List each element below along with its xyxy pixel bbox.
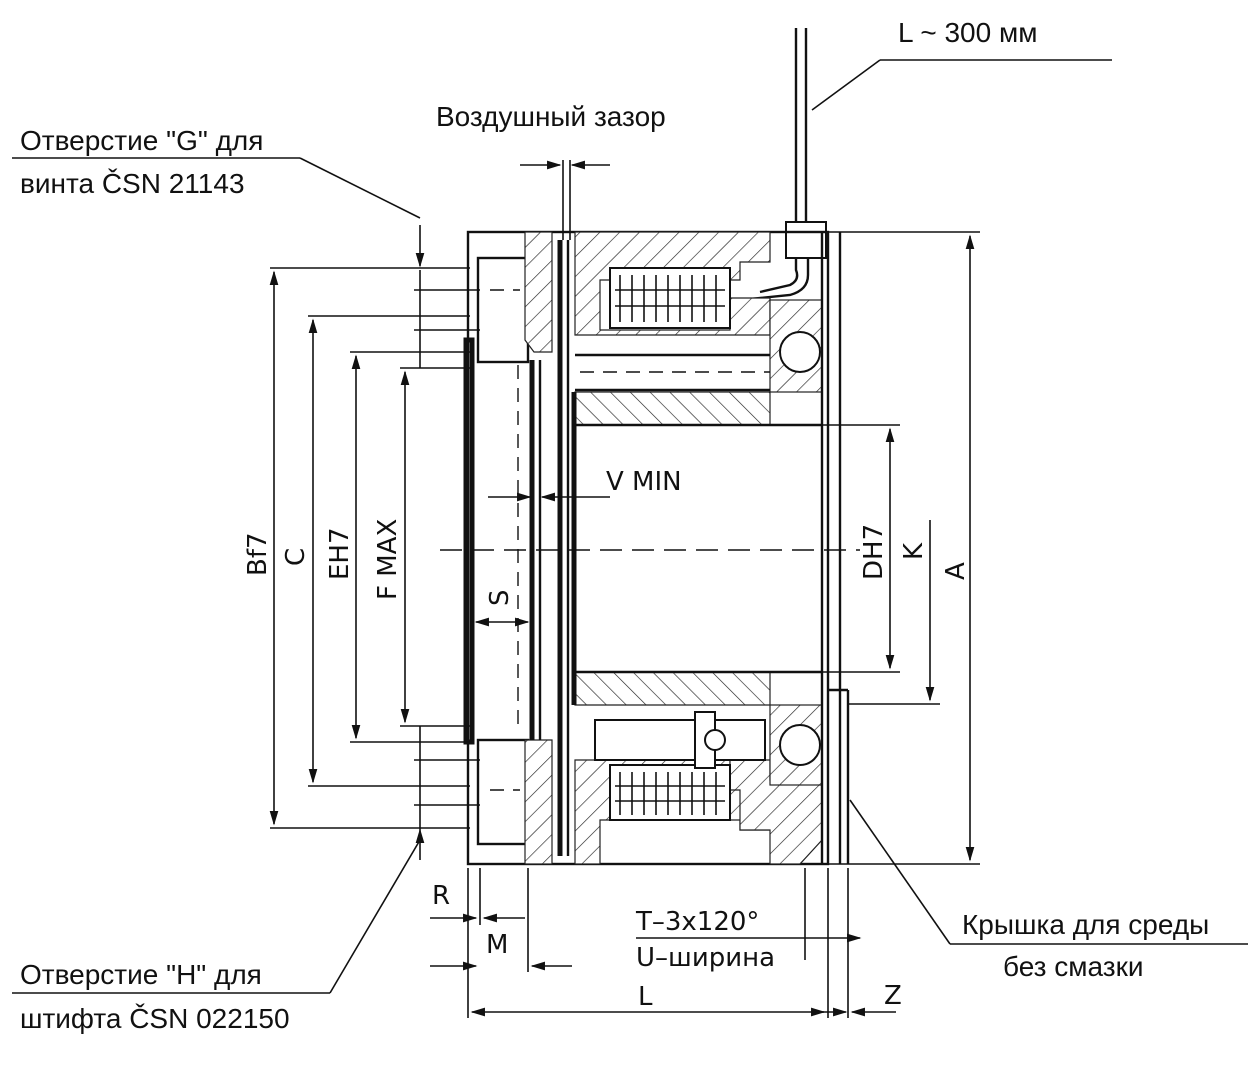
dim-c-label: C (281, 548, 311, 566)
hole-g-label-line2: винта ČSN 21143 (20, 168, 245, 199)
dim-k-label: K (899, 542, 929, 560)
dim-dh7-label: DH7 (859, 524, 889, 580)
cable-length-label: L ~ 300 мм (898, 17, 1037, 48)
hole-h-label-line2: штифта ČSN 022150 (20, 1003, 290, 1034)
air-gap-label: Воздушный зазор (436, 101, 666, 132)
dim-eh7-label: EH7 (325, 527, 355, 580)
cover-leader (849, 799, 951, 945)
dim-a-label: A (941, 562, 971, 580)
cover-label-line2: без смазки (1003, 951, 1144, 982)
dim-bf7-label: Bf7 (243, 532, 273, 576)
hole-g-label-line1: Отверстие "G" для (20, 125, 263, 156)
hole-g-leader (299, 157, 421, 219)
dim-u-label: U–ширина (636, 943, 775, 973)
dim-l-label: L (638, 982, 653, 1012)
dim-m-label: M (486, 930, 508, 960)
hole-h-label-line1: Отверстие "H" для (20, 959, 262, 990)
dimension-lines (269, 160, 980, 1018)
lower-coil-windings (615, 772, 725, 815)
dim-vmin-label: V MIN (606, 467, 682, 497)
cable-length-leader-slant (811, 59, 881, 111)
dim-s-label: S (485, 589, 515, 606)
dim-t-label: T–3x120° (635, 907, 759, 937)
hole-h-leader (329, 839, 421, 994)
dim-fmax-label: F MAX (373, 519, 403, 600)
clutch-body (440, 160, 860, 866)
cable (739, 28, 827, 302)
dim-z-label: Z (884, 981, 902, 1011)
upper-coil-windings (615, 275, 725, 322)
dim-r-label: R (432, 881, 450, 911)
cover-label-line1: Крышка для среды (962, 909, 1209, 940)
